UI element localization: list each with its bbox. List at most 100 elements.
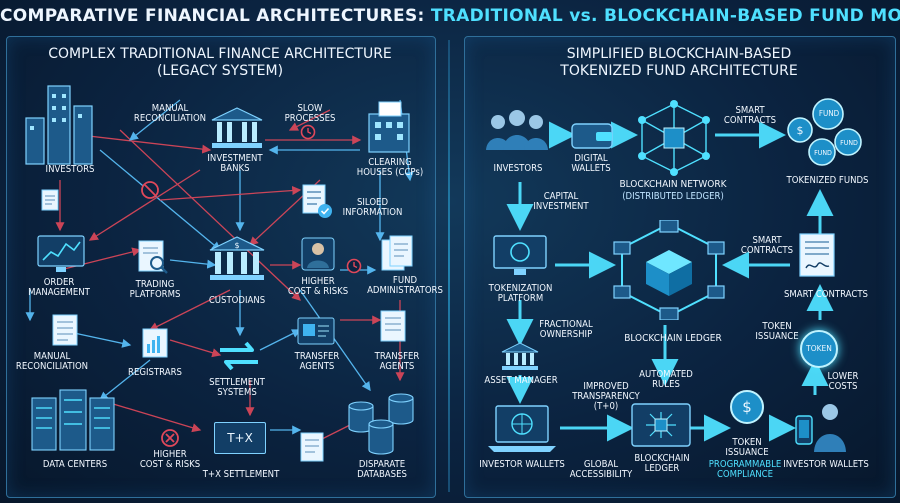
- fractional-ownership-label: FRACTIONAL OWNERSHIP: [526, 320, 606, 340]
- smart-contracts-top-line-2: CONTRACTS: [723, 115, 777, 126]
- custodian-bank-icon: $: [209, 236, 265, 280]
- global-accessibility-label: GLOBAL ACCESSIBILITY: [566, 460, 636, 480]
- higher-cost-bot-line-2: COST & RISKS: [139, 459, 201, 470]
- page-title: COMPARATIVE FINANCIAL ARCHITECTURES: TRA…: [0, 6, 900, 26]
- registrars-label: REGISTRARS: [128, 367, 182, 378]
- transfer-agents-mid-label: TRANSFER AGENTS: [282, 352, 352, 372]
- document-icon: [41, 189, 59, 211]
- manual-recon-bot-line-2: RECONCILIATION: [15, 361, 89, 372]
- smart-contracts-mid-label: SMART CONTRACTS: [732, 236, 802, 256]
- digital-wallets-label: DIGITAL WALLETS: [556, 154, 626, 174]
- slow-processes-label: SLOW PROCESSES: [275, 104, 345, 124]
- investor-wallets-laptop-icon: [488, 405, 556, 452]
- tx-settlement-label: T+X SETTLEMENT: [202, 469, 280, 480]
- order-management-chart-icon: [37, 235, 85, 272]
- manual-recon-top-line-1: MANUAL: [151, 103, 189, 114]
- registrar-ledger-icon: [142, 328, 168, 358]
- programmable-line-2: COMPLIANCE: [716, 469, 774, 480]
- tokenization-line-2: PLATFORM: [497, 293, 544, 304]
- right-title-line-2: TOKENIZED FUND ARCHITECTURE: [560, 63, 798, 79]
- tokenization-line-1: TOKENIZATION: [488, 283, 553, 294]
- transfer-agents-right-line-1: TRANSFER: [374, 351, 420, 362]
- blockchain-network-label: BLOCKCHAIN NETWORK: [619, 179, 727, 190]
- clearing-house-building-icon: [368, 101, 410, 153]
- investors-label: INVESTORS: [45, 164, 95, 175]
- clock-icon: [300, 124, 316, 140]
- fractional-line-2: OWNERSHIP: [539, 329, 593, 340]
- transfer-agents-right-line-2: AGENTS: [379, 361, 415, 372]
- asset-manager-bank-icon: [501, 342, 539, 370]
- blockchain-ledger-cube-icon: [613, 220, 725, 320]
- tokenized-funds-label: TOKENIZED FUNDS: [786, 175, 869, 186]
- tx-screen-text: T+X: [227, 431, 253, 445]
- improved-line-1: IMPROVED: [583, 381, 629, 392]
- token-issuance-bot-line-1: TOKEN: [732, 437, 762, 448]
- trading-platform-icon: [138, 240, 168, 274]
- trading-platforms-label: TRADING PLATFORMS: [110, 280, 200, 300]
- order-management-label: ORDER MANAGEMENT: [14, 278, 104, 298]
- transfer-agents-right-label: TRANSFER AGENTS: [362, 352, 432, 372]
- siloed-information-label: SILOED INFORMATION: [335, 198, 410, 218]
- clock-icon-2: [346, 258, 362, 274]
- improved-line-3: (T+0): [593, 401, 619, 412]
- dollar-sign-icon: $: [742, 398, 752, 416]
- transfer-agent-document-icon: [380, 310, 406, 342]
- manual-recon-bot-line-1: MANUAL: [33, 351, 71, 362]
- svg-text:$: $: [797, 124, 804, 137]
- investor-wallets-left-label: INVESTOR WALLETS: [479, 459, 565, 470]
- tokenization-platform-label: TOKENIZATION PLATFORM: [478, 284, 563, 304]
- lower-costs-line-2: COSTS: [828, 381, 858, 392]
- blockchain-ledger-bot-line-1: BLOCKCHAIN: [634, 453, 690, 464]
- blockchain-ledger-bottom-label: BLOCKCHAIN LEDGER: [622, 454, 702, 474]
- clearing-line-2: HOUSES (CCPs): [356, 167, 424, 178]
- improved-transparency-label: IMPROVED TRANSPARENCY (T+0): [566, 382, 646, 412]
- left-title-line-1: COMPLEX TRADITIONAL FINANCE ARCHITECTURE: [48, 46, 392, 62]
- trading-line-1: TRADING: [135, 279, 175, 290]
- fund-coin-text-3: FUND: [840, 139, 858, 147]
- fund-administrator-icon: [381, 235, 413, 271]
- tokenized-fund-coins-icon: $: [787, 98, 862, 166]
- asset-manager-label: ASSET MANAGER: [484, 375, 558, 386]
- capital-investment-label: CAPITAL INVESTMENT: [526, 192, 596, 212]
- smart-contracts-mid-line-1: SMART: [752, 235, 782, 246]
- smart-contract-document-icon: [799, 233, 835, 277]
- programmable-line-1: PROGRAMMABLE: [708, 459, 782, 470]
- investment-banks-label: INVESTMENT BANKS: [190, 154, 280, 174]
- database-cylinders-icon: [348, 393, 414, 455]
- reconciliation-document-icon: [52, 314, 78, 346]
- disparate-line-2: DATABASES: [357, 469, 407, 480]
- blocked-icon: [141, 181, 159, 199]
- automated-line-2: RULES: [652, 379, 680, 390]
- higher-cost-mid-line-1: HIGHER: [301, 276, 335, 287]
- svg-text:$: $: [234, 241, 239, 250]
- lower-costs-line-1: LOWER: [827, 371, 859, 382]
- fund-admin-line-2: ADMINISTRATORS: [367, 285, 443, 296]
- fund-admin-line-1: FUND: [392, 275, 418, 286]
- investment-bank-icon: [211, 107, 263, 148]
- global-line-1: GLOBAL: [583, 459, 619, 470]
- distributed-ledger-label: (DISTRIBUTED LEDGER): [622, 191, 724, 202]
- automated-rules-label: AUTOMATED RULES: [636, 370, 696, 390]
- manual-reconciliation-top-label: MANUAL RECONCILIATION: [120, 104, 220, 124]
- siloed-document-icon: [302, 184, 332, 218]
- smart-contracts-mid-line-2: CONTRACTS: [740, 245, 794, 256]
- blockchain-network-icon: [638, 100, 710, 176]
- capital-line-1: CAPITAL: [543, 191, 579, 202]
- automated-line-1: AUTOMATED: [639, 369, 693, 380]
- trading-line-2: PLATFORMS: [129, 289, 181, 300]
- custodians-label: CUSTODIANS: [208, 295, 266, 306]
- token-issuance-bot-line-2: ISSUANCE: [725, 447, 769, 458]
- disparate-databases-label: DISPARATE DATABASES: [342, 460, 422, 480]
- right-panel-title: SIMPLIFIED BLOCKCHAIN-BASED TOKENIZED FU…: [464, 46, 894, 80]
- tokenization-platform-monitor-icon: [493, 235, 547, 275]
- higher-cost-mid-line-2: COST & RISKS: [287, 286, 349, 297]
- siloed-line-2: INFORMATION: [342, 207, 403, 218]
- manual-recon-top-line-2: RECONCILIATION: [133, 113, 207, 124]
- improved-line-2: TRANSPARENCY: [572, 391, 640, 402]
- left-title-line-2: (LEGACY SYSTEM): [156, 63, 284, 79]
- higher-cost-bot-line-1: HIGHER: [153, 449, 187, 460]
- tx-settlement-monitor-icon: T+X: [214, 422, 266, 454]
- title-part-2: TRADITIONAL vs. BLOCKCHAIN-BASED FUND MO…: [430, 6, 900, 26]
- fund-coin-text-2: FUND: [814, 149, 832, 157]
- blockchain-ledger-screen-icon: [631, 403, 691, 447]
